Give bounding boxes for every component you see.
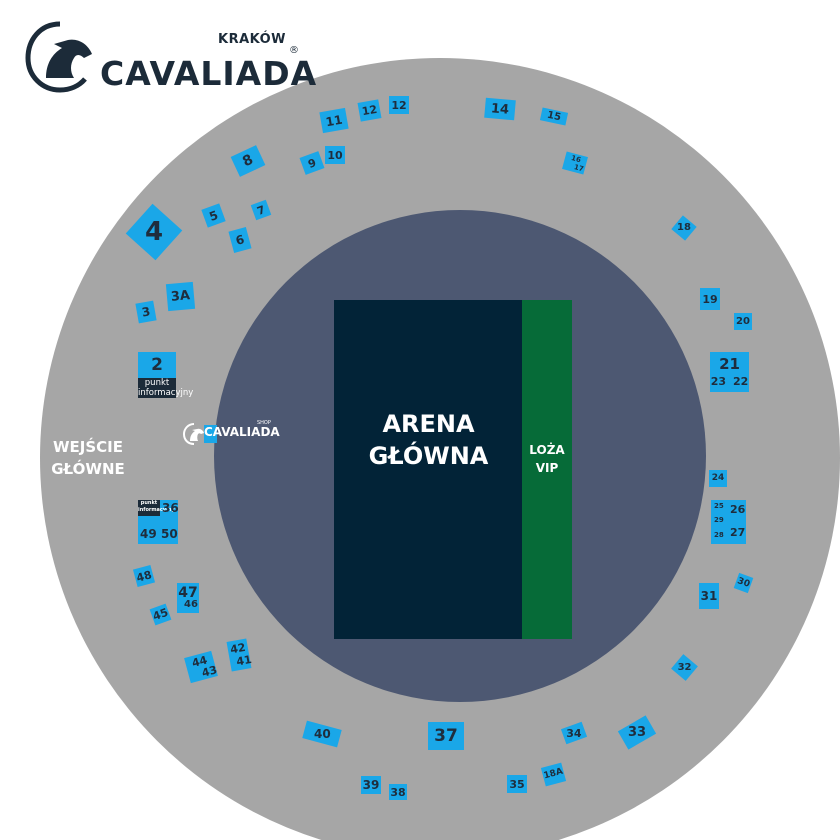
stand-label: 47 [178, 585, 198, 601]
stand-label: 26 [730, 503, 746, 516]
stand-38[interactable]: 38 [389, 784, 407, 800]
main-arena [334, 300, 523, 639]
stand-label: 19 [702, 292, 718, 306]
entrance-line2: GŁÓWNE [51, 460, 125, 478]
vip-box [522, 300, 572, 639]
stand-label: 8 [240, 151, 256, 171]
stand-37[interactable]: 37 [428, 722, 464, 750]
stand-label: 12 [391, 98, 407, 112]
stand-label: 38 [390, 785, 406, 799]
stand-2[interactable]: 2 [138, 352, 176, 378]
stand-21-23-22[interactable]: 21 23 22 [710, 352, 749, 392]
stand-label: 7 [255, 202, 267, 218]
stand-39[interactable]: 39 [361, 776, 381, 794]
stand-label: 36 [162, 501, 179, 515]
info-point-line2: informacyjny [138, 507, 175, 513]
stand-19[interactable]: 19 [700, 288, 720, 310]
stand-label: 20 [736, 315, 750, 327]
stand-label: 6 [234, 232, 246, 248]
stand-label: 12 [360, 102, 379, 119]
shop-name: CAVALIADA [204, 425, 280, 439]
stand-label: 30 [736, 575, 752, 590]
vip-label-line1: LOŻA [529, 443, 565, 457]
entrance-line1: WEJŚCIE [52, 438, 123, 456]
stand-label: 33 [627, 725, 647, 740]
stand-label: 25 [714, 502, 724, 510]
stand-label: 18 [677, 221, 691, 233]
stand-label: 24 [711, 473, 725, 483]
arena-label-line2: GŁÓWNA [368, 442, 489, 470]
arena-label-line1: ARENA [382, 410, 475, 438]
stand-label: 35 [509, 777, 525, 791]
stand-label: 15 [546, 109, 563, 123]
shop-small-label: SHOP [257, 420, 271, 426]
stand-label: 17 [573, 163, 585, 174]
shop-marker [204, 425, 217, 443]
info-point-line1: punkt [144, 378, 170, 388]
stand-label: 23 [710, 375, 726, 388]
stand-label: 27 [730, 526, 746, 539]
stand-label: 10 [327, 148, 343, 162]
stand-14[interactable]: 14 [484, 97, 516, 121]
stand-25-29[interactable]: 25 26 29 27 28 [711, 500, 746, 544]
stand-label: 9 [306, 155, 318, 171]
stand-label: 14 [490, 100, 510, 118]
stand-label: 4 [144, 217, 164, 247]
vip-label-line2: VIP [535, 461, 559, 475]
stand-11[interactable]: 11 [319, 107, 349, 134]
stand-label: 22 [733, 375, 749, 388]
info-point-line1: punkt [140, 500, 158, 506]
stand-label: 5 [207, 207, 220, 224]
stand-label: 45 [151, 605, 170, 624]
stand-label: 28 [714, 531, 724, 539]
horse-head-icon [182, 423, 204, 445]
stand-label: 29 [714, 516, 724, 524]
stand-24[interactable]: 24 [709, 470, 727, 487]
brand-city: KRAKÓW [218, 32, 287, 47]
stand-label: 48 [134, 567, 154, 585]
main-entrance-label: WEJŚCIE GŁÓWNE [38, 436, 138, 480]
stand-label: 41 [235, 652, 253, 669]
stand-label: 18A [542, 766, 565, 782]
info-point-line2: informacyjny [138, 388, 194, 398]
stand-label: 34 [566, 726, 582, 740]
stand-label: 21 [719, 355, 740, 373]
stand-20[interactable]: 20 [734, 313, 752, 330]
brand-name: CAVALIADA [100, 54, 318, 93]
cavaliada-logo: KRAKÓW CAVALIADA ® [24, 20, 316, 100]
stand-label: 49 [140, 527, 157, 541]
stand-label: 3 [140, 304, 152, 320]
stand-35[interactable]: 35 [507, 775, 527, 793]
stand-label: 3A [170, 288, 191, 305]
stand-10[interactable]: 10 [325, 146, 345, 164]
registered-mark: ® [289, 45, 299, 56]
stand-label: 50 [161, 527, 178, 541]
stand-label: 39 [362, 778, 380, 792]
vip-label: LOŻA VIP [522, 441, 572, 477]
stand-label: 11 [324, 112, 344, 129]
horse-head-icon [25, 21, 92, 93]
stand-12a[interactable]: 12 [357, 99, 382, 122]
shop-cavaliada[interactable]: CAVALIADA SHOP [182, 420, 282, 448]
stand-label: 31 [700, 589, 718, 603]
stand-label: 43 [200, 662, 219, 680]
stand-3[interactable]: 3 [135, 300, 157, 324]
stand-label: 32 [677, 661, 692, 673]
arena-label: ARENA GŁÓWNA [334, 408, 523, 472]
stand-label: 40 [313, 726, 331, 741]
stand-label: 37 [434, 725, 458, 746]
stand-31[interactable]: 31 [699, 583, 719, 609]
stand-label: 2 [151, 354, 163, 375]
stand-3a[interactable]: 3A [165, 281, 196, 312]
stand-label: 46 [184, 599, 198, 610]
stand-12b[interactable]: 12 [389, 96, 409, 114]
